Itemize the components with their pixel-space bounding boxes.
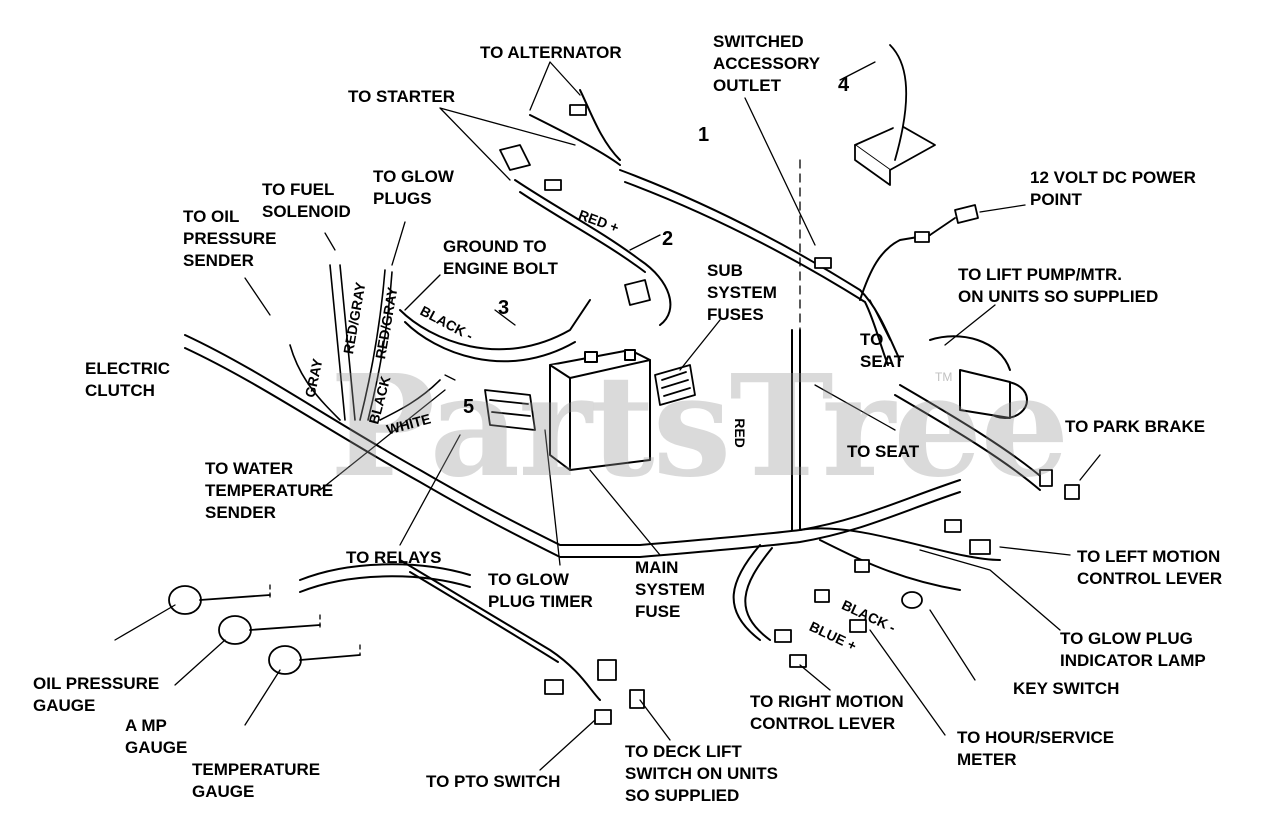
- label-to-deck-lift-switch: TO DECK LIFT SWITCH ON UNITS SO SUPPLIED: [625, 742, 778, 805]
- label-12v-power-point: 12 VOLT DC POWER POINT: [1030, 168, 1196, 209]
- label-to-alternator: TO ALTERNATOR: [480, 43, 622, 62]
- label-to-hour-service-meter: TO HOUR/SERVICE METER: [957, 728, 1115, 769]
- label-amp-gauge: A MP GAUGE: [125, 716, 188, 757]
- label-to-relays: TO RELAYS: [346, 548, 442, 567]
- label-to-fuel-solenoid: TO FUEL SOLENOID: [262, 180, 351, 221]
- label-to-park-brake: TO PARK BRAKE: [1065, 417, 1206, 436]
- power-point: [929, 204, 979, 236]
- wire-label-red: RED: [731, 418, 748, 448]
- label-ground-to-engine-bolt: GROUND TO ENGINE BOLT: [443, 237, 558, 278]
- label-to-left-motion-control-lever: TO LEFT MOTION CONTROL LEVER: [1077, 547, 1223, 588]
- label-switched-accessory-outlet: SWITCHED ACCESSORY OUTLET: [713, 32, 821, 95]
- main-harness: [184, 169, 1046, 701]
- label-main-system-fuse: MAIN SYSTEM FUSE: [635, 558, 705, 621]
- starter-branch: [514, 89, 672, 326]
- label-temperature-gauge: TEMPERATURE GAUGE: [192, 760, 321, 801]
- label-key-switch: KEY SWITCH: [1013, 679, 1120, 698]
- label-to-glow-plugs: TO GLOW PLUGS: [373, 167, 454, 208]
- label-electric-clutch: ELECTRIC CLUTCH: [85, 359, 170, 400]
- leader-lines: [114, 61, 1101, 771]
- connectors: [499, 104, 1080, 725]
- gauges: [168, 585, 361, 675]
- sensor-leads: [289, 264, 441, 421]
- label-oil-pressure-gauge: OIL PRESSURE GAUGE: [33, 674, 160, 715]
- battery: [549, 349, 651, 471]
- accessory-outlet-bracket: [854, 44, 936, 186]
- label-to-right-motion-control-lever: TO RIGHT MOTION CONTROL LEVER: [750, 692, 904, 733]
- callout-4: 4: [838, 74, 850, 96]
- label-to-lift-pump: TO LIFT PUMP/MTR. ON UNITS SO SUPPLIED: [958, 265, 1159, 306]
- label-to-oil-pressure-sender: TO OIL PRESSURE SENDER: [183, 207, 277, 270]
- label-to-seat-upper: TO SEAT: [860, 330, 905, 371]
- relay-block: [484, 389, 536, 431]
- label-to-starter: TO STARTER: [348, 87, 456, 106]
- label-to-pto-switch: TO PTO SWITCH: [426, 772, 561, 791]
- callout-5: 5: [463, 396, 475, 418]
- callout-3: 3: [498, 297, 510, 319]
- label-to-glow-plug-timer: TO GLOW PLUG TIMER: [488, 570, 593, 611]
- fuse-block: [654, 364, 696, 406]
- ground-lead: [399, 299, 591, 363]
- watermark: PartsTree: [330, 345, 1069, 509]
- label-to-water-temperature-sender: TO WATER TEMPERATURE SENDER: [205, 459, 334, 522]
- label-to-seat-lower: TO SEAT: [847, 442, 920, 461]
- lift-pump-motor: [929, 335, 1028, 419]
- callout-2: 2: [662, 228, 674, 250]
- callout-1: 1: [698, 124, 710, 146]
- label-to-glow-plug-indicator-lamp: TO GLOW PLUG INDICATOR LAMP: [1060, 629, 1206, 670]
- watermark-trademark: TM: [935, 370, 953, 384]
- label-sub-system-fuses: SUB SYSTEM FUSES: [707, 261, 777, 324]
